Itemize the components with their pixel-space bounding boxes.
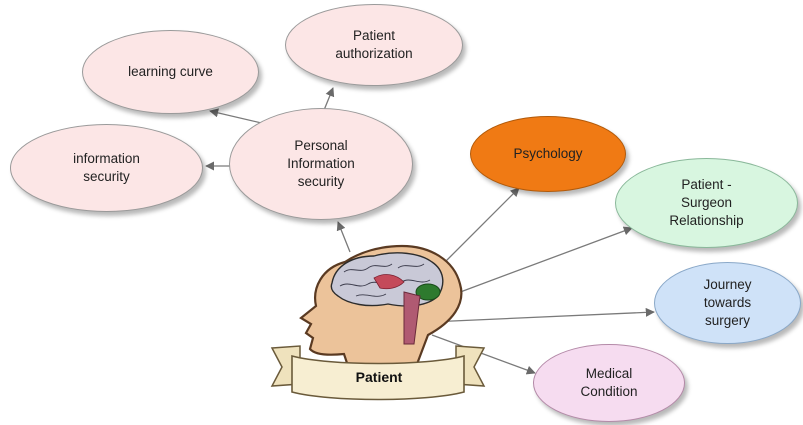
patient-label: Patient: [355, 369, 403, 385]
node-journey-towards-surgery: Journey towards surgery: [654, 262, 801, 344]
edge-patient-personal: [336, 221, 351, 253]
node-psychology: Psychology: [470, 116, 626, 192]
node-medical-condition: Medical Condition: [533, 344, 685, 422]
edge-patient-psych: [444, 187, 520, 263]
node-patient-surgeon-relationship: Patient - Surgeon Relationship: [615, 158, 798, 248]
edge-patient-medical: [431, 334, 536, 375]
edge-patient-journey: [429, 307, 655, 323]
node-learning-curve: learning curve: [82, 30, 259, 114]
head-brain-icon: [299, 244, 463, 374]
edge-patient-patsurg: [454, 226, 633, 295]
node-personal-information-security: Personal Information security: [229, 108, 413, 220]
patient-banner: [270, 345, 486, 401]
node-patient-authorization: Patient authorization: [285, 4, 463, 86]
node-information-security: information security: [10, 124, 203, 212]
